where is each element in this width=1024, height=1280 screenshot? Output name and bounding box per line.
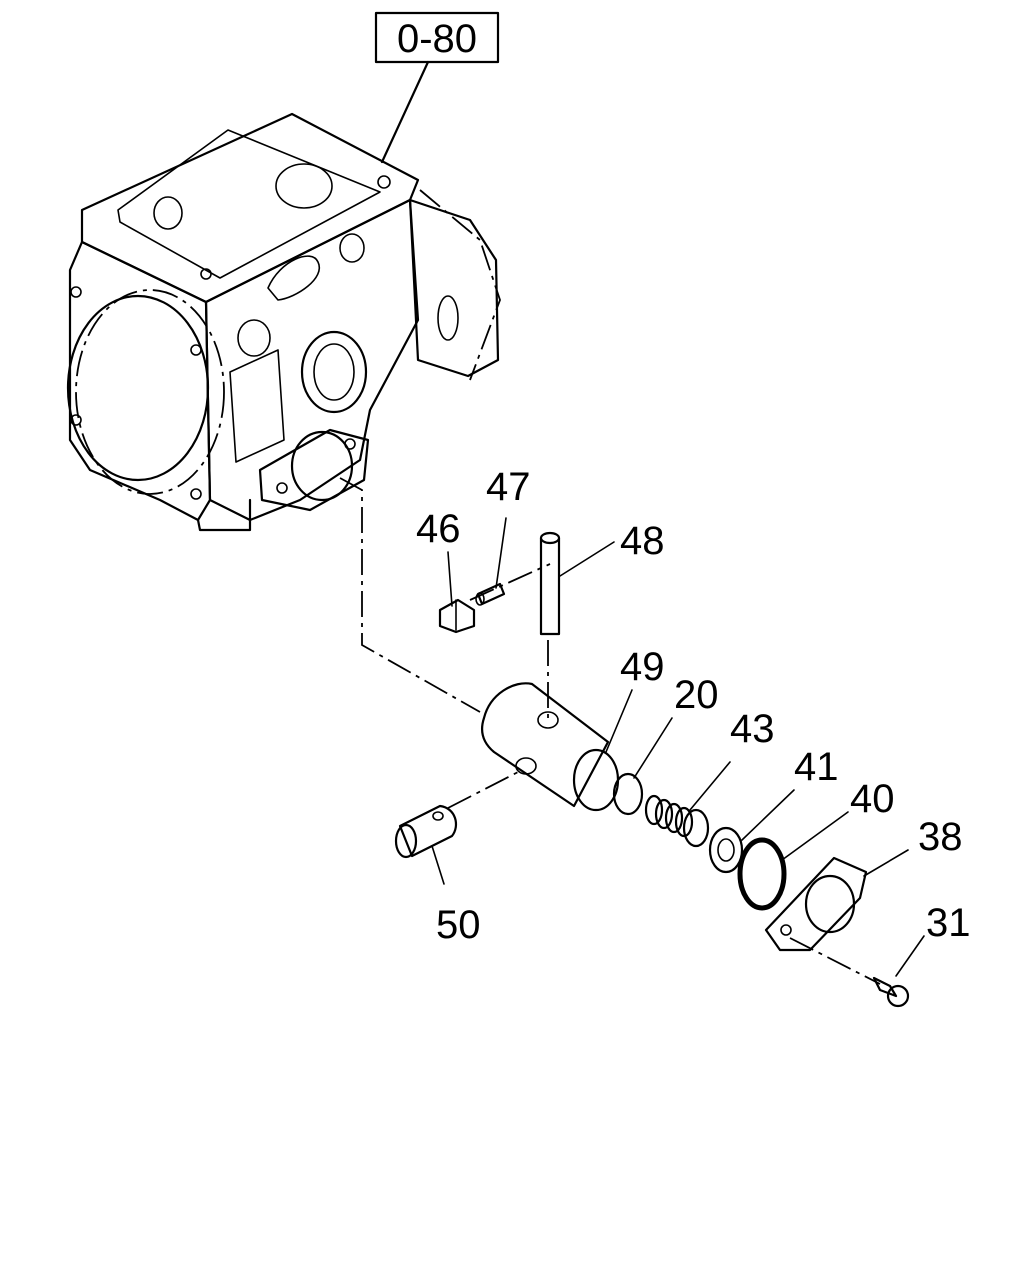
reference-box[interactable]: 0-80 <box>374 11 500 64</box>
pump-housing <box>66 112 501 532</box>
part-20-washer[interactable] <box>612 772 644 816</box>
callout-41: 41 <box>794 745 839 789</box>
part-41-washer[interactable] <box>708 826 744 874</box>
leader-lines <box>431 517 925 977</box>
callout-38: 38 <box>918 815 963 859</box>
callout-48: 48 <box>620 519 665 563</box>
reference-box-text: 0-80 <box>397 17 477 61</box>
part-49-valve-body[interactable] <box>481 682 620 812</box>
callout-49: 49 <box>620 645 665 689</box>
part-43-spring[interactable] <box>644 794 710 848</box>
part-48-pin[interactable] <box>539 531 561 636</box>
callout-43: 43 <box>730 707 775 751</box>
alignment-lines <box>339 477 881 985</box>
part-50-plug[interactable] <box>394 804 458 859</box>
part-47-screw[interactable] <box>475 582 506 606</box>
callout-20: 20 <box>674 673 719 717</box>
callout-47: 47 <box>486 465 531 509</box>
part-38-cover[interactable] <box>764 856 868 952</box>
part-31-screw[interactable] <box>872 976 910 1008</box>
part-46-bracket[interactable] <box>438 598 476 634</box>
part-40-o-ring[interactable] <box>737 837 787 911</box>
callout-40: 40 <box>850 777 895 821</box>
callout-46: 46 <box>416 507 461 551</box>
reference-leader-line <box>380 60 430 164</box>
callout-50: 50 <box>436 903 481 947</box>
callout-31: 31 <box>926 901 971 945</box>
